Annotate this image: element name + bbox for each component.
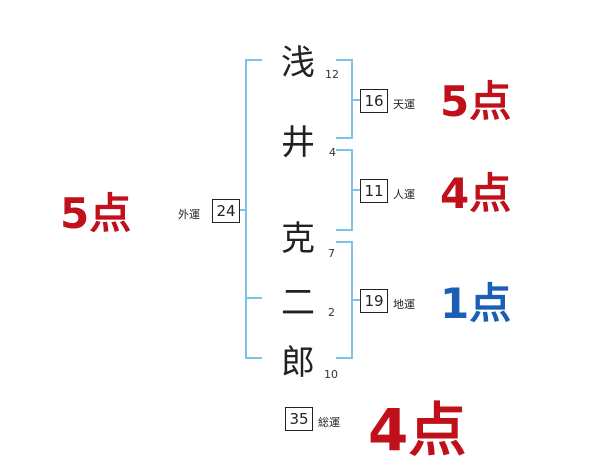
soukaku-score: 4点 bbox=[368, 396, 467, 464]
stroke-count-1: 12 bbox=[325, 68, 339, 81]
gaikaku-value-box: 24 bbox=[212, 199, 240, 223]
name-char-4: 二 bbox=[281, 283, 315, 323]
soukaku-value-box: 35 bbox=[285, 407, 313, 431]
jinkaku-value-box: 11 bbox=[360, 179, 388, 203]
name-char-3: 克 bbox=[281, 219, 315, 259]
name-char-2: 井 bbox=[281, 123, 315, 163]
gaikaku-score: 5点 bbox=[60, 189, 132, 238]
chikaku-bracket bbox=[336, 241, 353, 359]
tenkaku-score: 5点 bbox=[440, 77, 512, 126]
stroke-count-2: 4 bbox=[329, 146, 336, 159]
chikaku-value-box: 19 bbox=[360, 289, 388, 313]
gaikaku-label: 外運 bbox=[178, 208, 200, 221]
tenkaku-value-box: 16 bbox=[360, 89, 388, 113]
jinkaku-score: 4点 bbox=[440, 169, 512, 218]
stroke-count-3: 7 bbox=[328, 247, 335, 260]
chikaku-label: 地運 bbox=[393, 298, 415, 311]
stroke-count-4: 2 bbox=[328, 306, 335, 319]
outer-bracket bbox=[245, 59, 262, 359]
jinkaku-bracket bbox=[336, 149, 353, 231]
jinkaku-label: 人運 bbox=[393, 188, 415, 201]
chikaku-score: 1点 bbox=[440, 279, 512, 328]
soukaku-label: 総運 bbox=[318, 416, 340, 429]
name-char-1: 浅 bbox=[281, 43, 315, 83]
stroke-count-5: 10 bbox=[324, 368, 338, 381]
tenkaku-label: 天運 bbox=[393, 98, 415, 111]
name-char-5: 郎 bbox=[281, 343, 315, 383]
